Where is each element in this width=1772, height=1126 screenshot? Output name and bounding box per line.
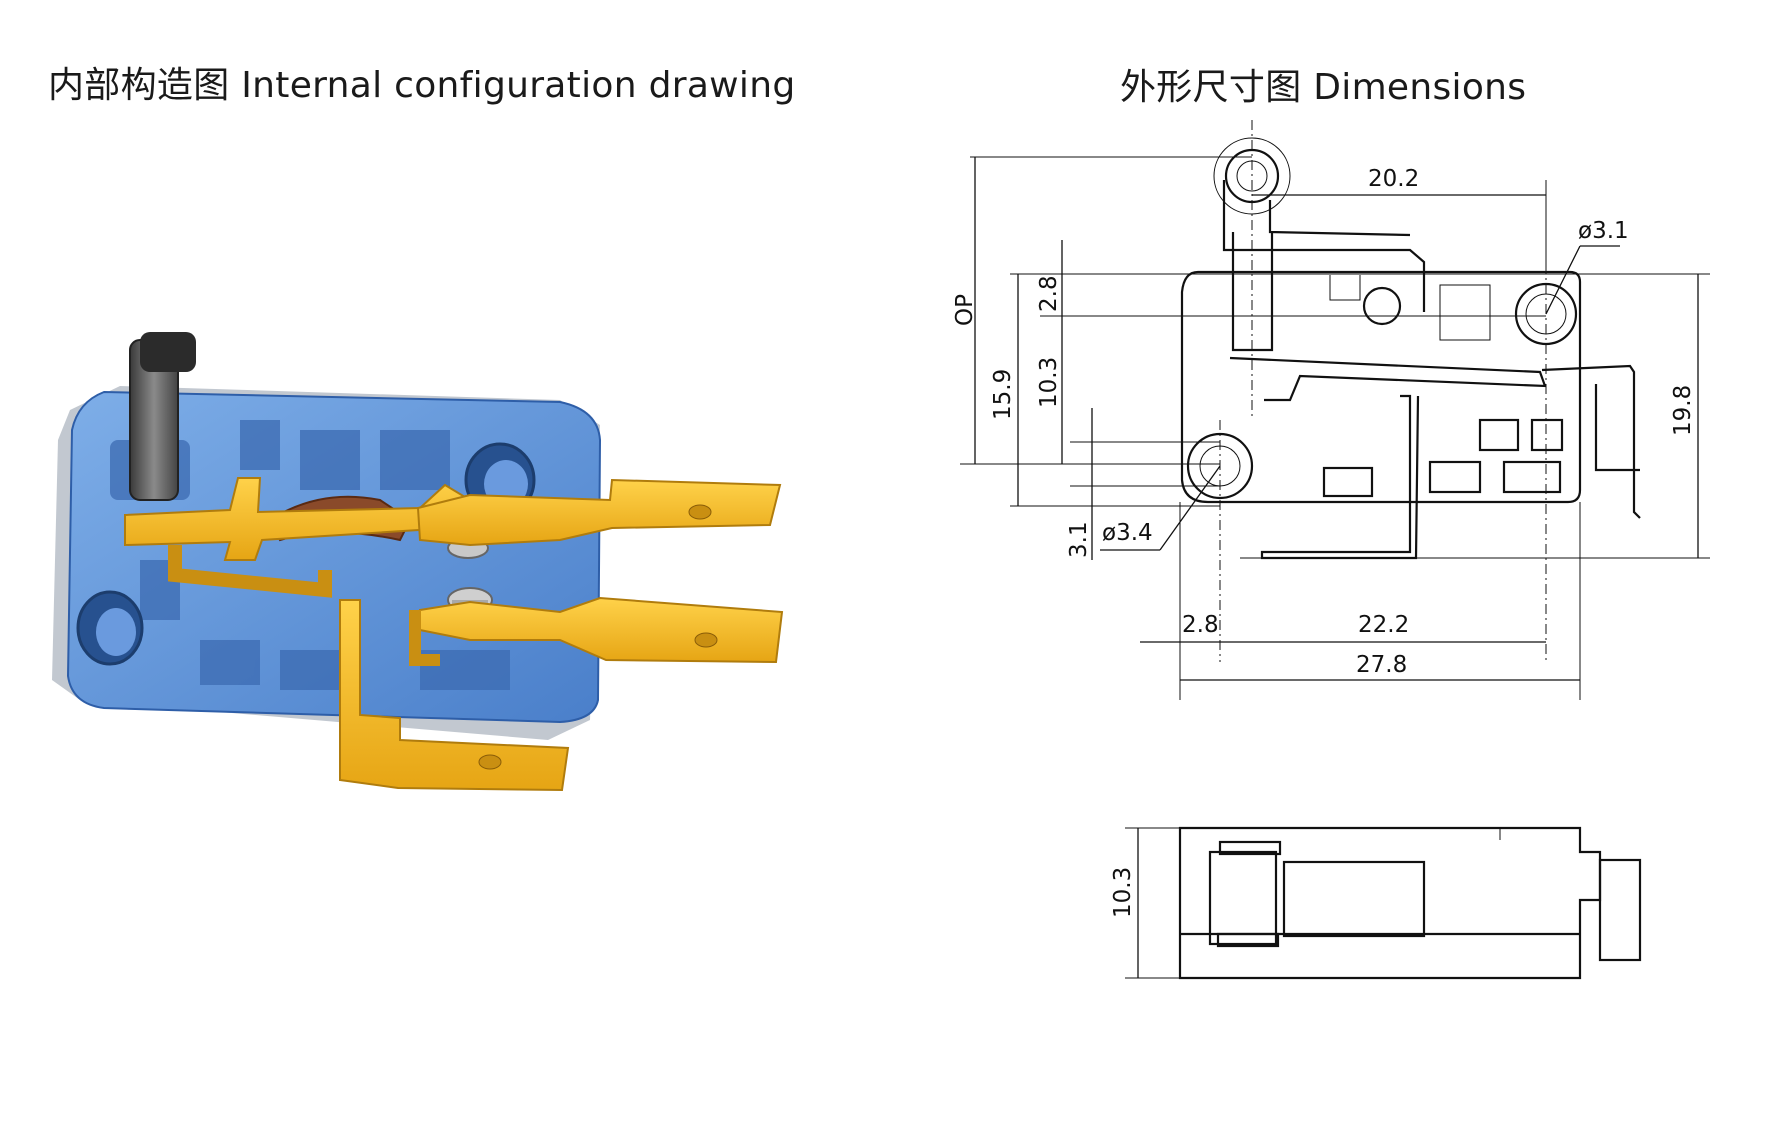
dim-10-3: 10.3 <box>1036 357 1062 408</box>
dim-27-8: 27.8 <box>1356 652 1407 678</box>
dim-2-8-top: 2.8 <box>1036 275 1062 312</box>
terminal-normally-closed <box>419 596 784 664</box>
terminal-common <box>339 599 570 792</box>
dim-15-9: 15.9 <box>990 369 1016 420</box>
internal-drawing-title: 内部构造图 Internal configuration drawing <box>48 65 796 106</box>
dim-d3-4-hole: ø3.4 <box>1102 520 1153 546</box>
dimensions-title: 外形尺寸图 Dimensions <box>1120 67 1527 108</box>
dim-3-1: 3.1 <box>1066 521 1092 558</box>
dim-2-8-bottom: 2.8 <box>1182 612 1219 638</box>
dim-10-3-side: 10.3 <box>1110 867 1136 918</box>
front-view-outline <box>1180 120 1641 662</box>
dim-19-8: 19.8 <box>1670 385 1696 436</box>
dim-d3-1-hole: ø3.1 <box>1578 218 1629 244</box>
side-view: 10.3 <box>1110 826 1642 980</box>
dim-20-2: 20.2 <box>1368 166 1419 192</box>
terminal-normally-open <box>416 478 782 547</box>
dim-22-2: 22.2 <box>1358 612 1409 638</box>
dim-op: OP <box>952 294 978 326</box>
dimension-lines: 20.2 ø3.1 OP 15.9 2.8 10.3 3.1 ø3.4 <box>952 156 1710 700</box>
